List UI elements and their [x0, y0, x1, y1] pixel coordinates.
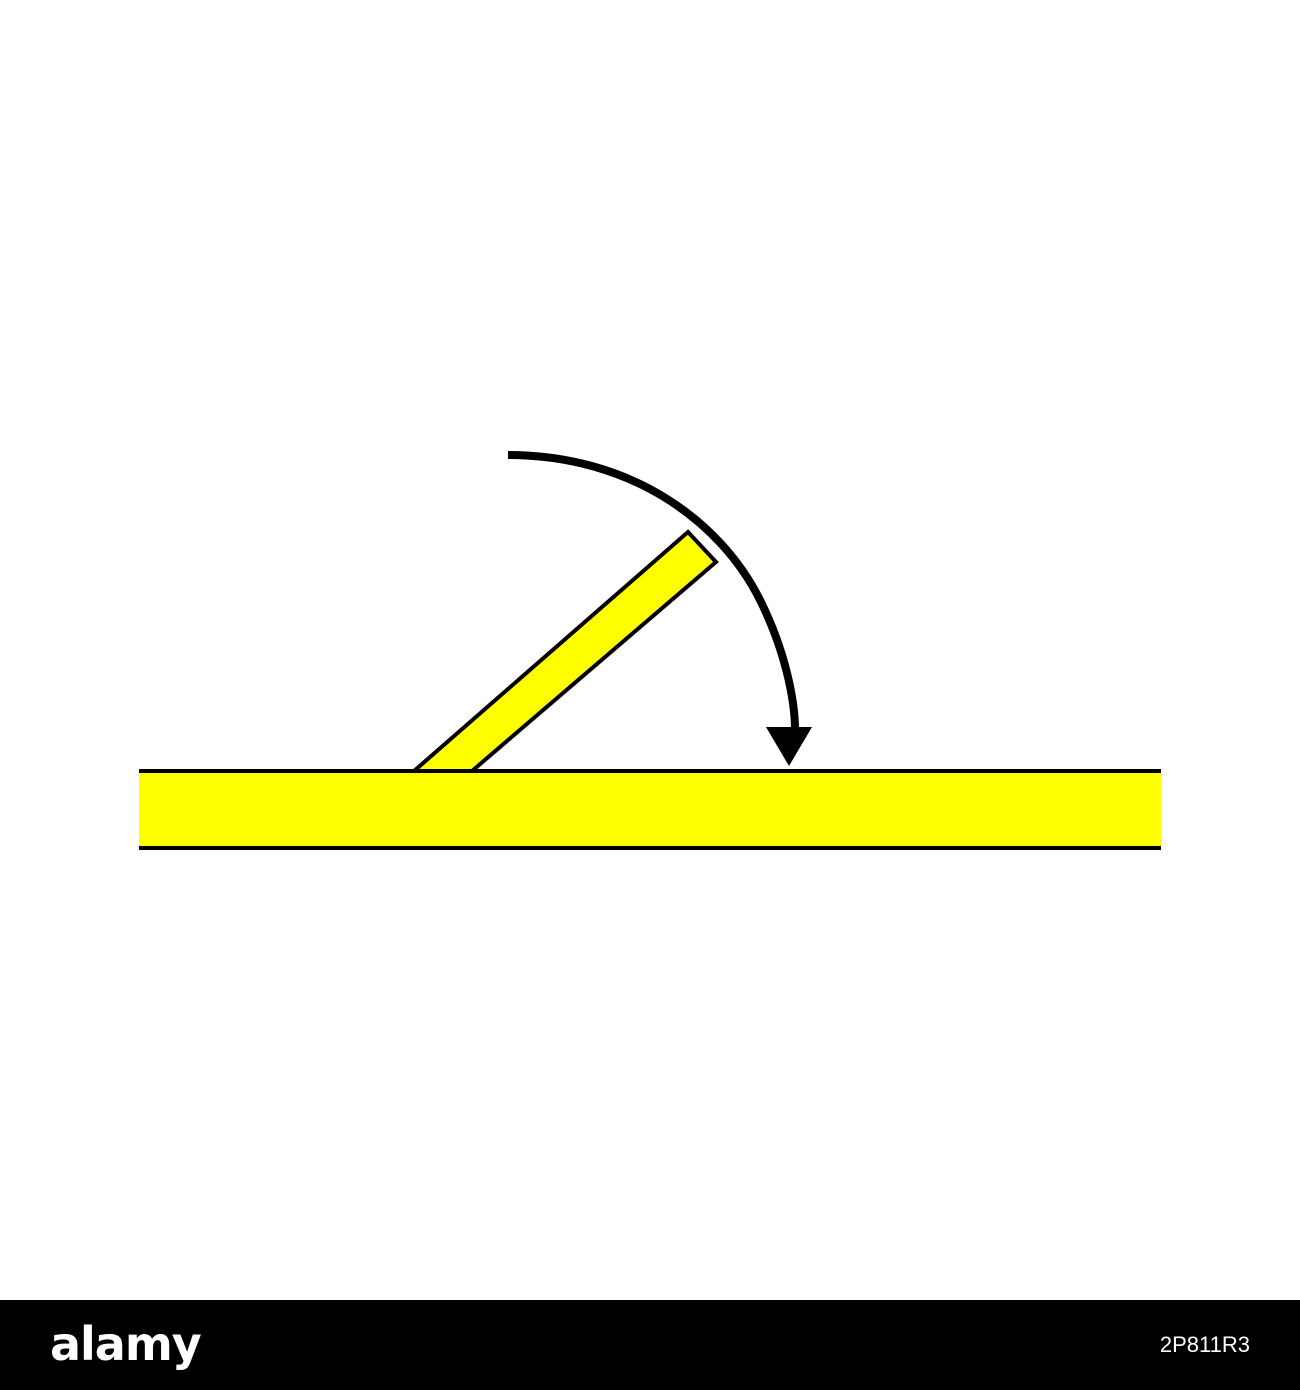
- fold-arrow: [507, 451, 812, 766]
- hinged-flap-body: [408, 529, 719, 773]
- base-plate-fill: [139, 771, 1161, 848]
- fold-diagram: [139, 451, 1161, 850]
- image-id-label: 2P811R3: [1159, 1332, 1250, 1357]
- hinged-flap: [408, 529, 719, 773]
- watermark-footer: alamy 2P811R3: [0, 1300, 1300, 1390]
- brand-logo: alamy: [50, 1317, 202, 1371]
- fold-arrow-arc: [507, 451, 799, 731]
- base-plate: [139, 769, 1161, 850]
- fold-arrow-head-icon: [766, 727, 812, 766]
